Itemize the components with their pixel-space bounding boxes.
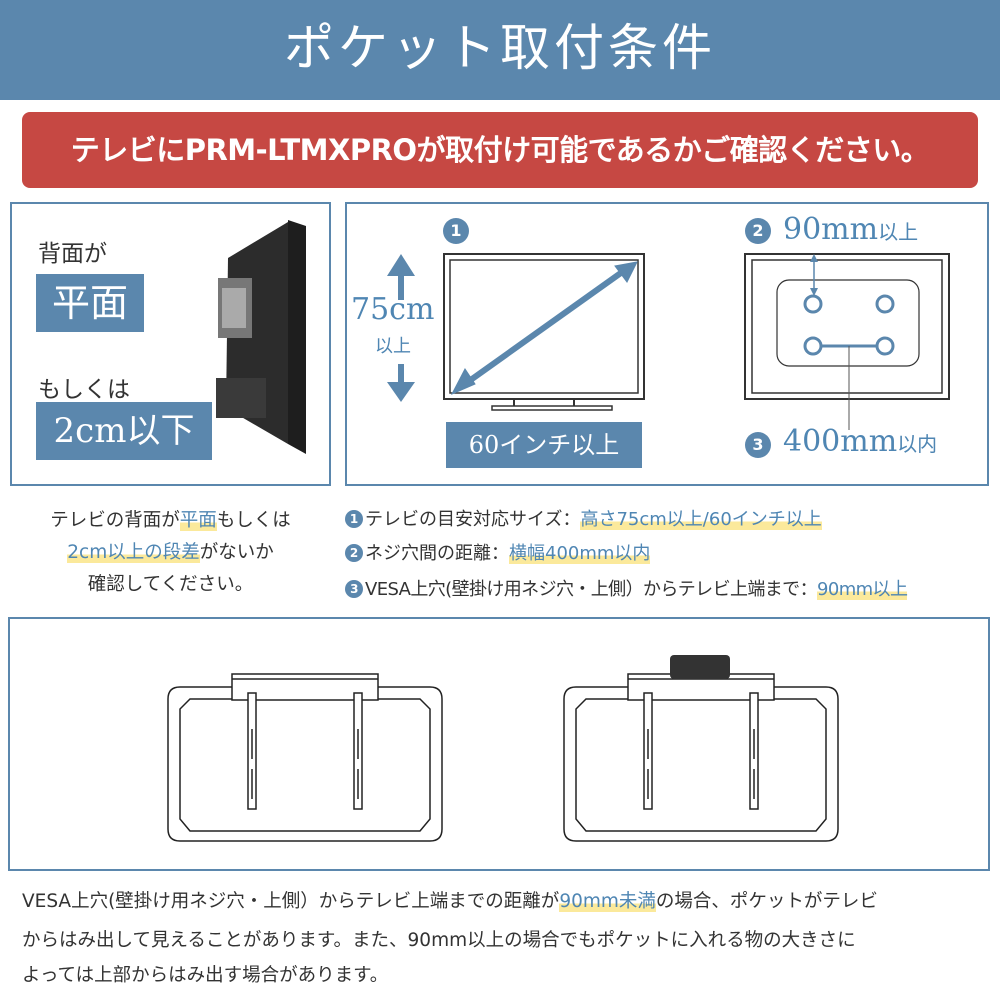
size-diagram-panel: 1 75cm 以上 60インチ以上 2 90mm以上 3 400mm以内 — [345, 202, 989, 486]
height-suffix: 以上 — [375, 336, 411, 357]
page-title: ポケット取付条件 — [0, 0, 1000, 100]
top-distance-suffix: 以上 — [878, 220, 919, 244]
footer-highlight: 90mm未満 — [559, 891, 656, 912]
size-label: 60インチ以上 — [446, 422, 642, 468]
condition-value: 高さ75cm以上/60インチ以上 — [580, 509, 822, 530]
hole-width-suffix: 以内 — [897, 432, 938, 456]
flat-back-panel: 背面が 平面 もしくは 2cm以下 — [10, 202, 331, 486]
flat-back-note: テレビの背面が平面もしくは 2cm以上の段差がないか 確認してください。 — [10, 505, 331, 601]
footer-text: の場合、ポケットがテレビ — [655, 891, 878, 912]
pocket-item — [670, 655, 730, 679]
condition-label: ネジ穴間の距離： — [365, 543, 509, 564]
notice-banner: テレビにPRM-LTMXPROが取付け可能であるかご確認ください。 — [22, 112, 978, 188]
step-badge: 2cm以下 — [36, 402, 212, 460]
height-value: 75cm — [351, 292, 435, 327]
note-text: 確認してください。 — [87, 574, 254, 595]
diagonal-arrow — [450, 261, 638, 396]
condition-label: テレビの目安対応サイズ： — [365, 509, 581, 530]
note-text: テレビの背面が — [50, 510, 180, 531]
note-text: がないか — [199, 542, 274, 563]
number-3-icon: 3 — [345, 580, 363, 598]
number-3-icon: 3 — [745, 432, 771, 458]
footer-line: VESA上穴(壁掛け用ネジ穴・上側）からテレビ上端までの距離が90mm未満の場合… — [22, 887, 878, 913]
condition-value: 横幅400mm以内 — [509, 543, 651, 564]
number-1-icon: 1 — [345, 510, 363, 528]
back-label: 背面が — [38, 241, 107, 267]
tv-side-photo — [216, 220, 306, 454]
footer-line: よっては上部からはみ出す場合があります。 — [22, 965, 389, 986]
diagram-graphics — [387, 253, 950, 430]
footer-line: からはみ出して見えることがあります。また、90mm以上の場合でもポケットに入れる… — [22, 930, 856, 951]
number-2-icon: 2 — [745, 218, 771, 244]
hole-width-value: 400mm — [783, 424, 898, 459]
footer-text: VESA上穴(壁掛け用ネジ穴・上側）からテレビ上端までの距離が — [22, 891, 560, 912]
mount-illustration-panel — [8, 617, 990, 871]
condition-label: VESA上穴(壁掛け用ネジ穴・上側）からテレビ上端まで： — [365, 579, 818, 600]
or-label: もしくは — [38, 377, 130, 403]
height-arrow — [387, 254, 415, 402]
number-2-icon: 2 — [345, 544, 363, 562]
condition-value: 90mm以上 — [816, 579, 908, 600]
flat-badge: 平面 — [36, 274, 144, 332]
note-text: もしくは — [216, 510, 291, 531]
tv-pocket-illustrations — [167, 655, 839, 842]
number-1-icon: 1 — [443, 218, 469, 244]
note-highlight: 平面 — [179, 510, 217, 531]
top-distance-value: 90mm — [783, 212, 879, 247]
note-highlight: 2cm以上の段差 — [67, 542, 200, 563]
